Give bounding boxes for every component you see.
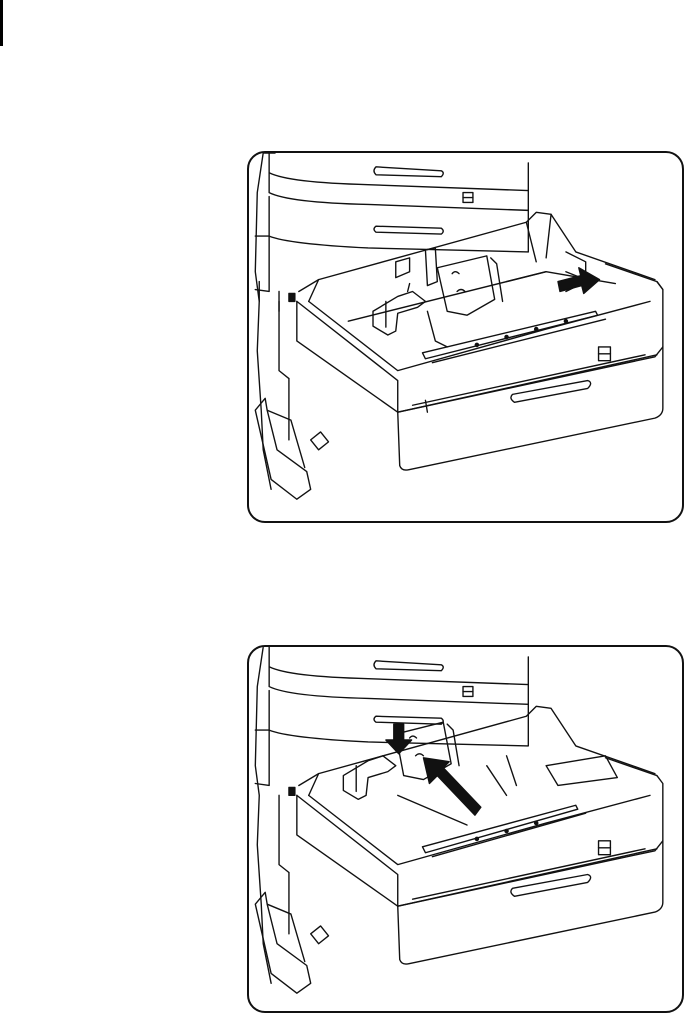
margin-rule [0,0,3,46]
arrow-up-left-icon [423,758,480,815]
illustration-press-and-slide-end-guide [247,645,684,1013]
end-guide [343,756,395,800]
machine-stand [255,301,328,499]
tray-front-panel [398,282,663,470]
upper-tray-2 [269,197,528,252]
tray-front-panel [398,776,663,964]
upper-tray-1 [269,153,528,210]
machine-stand [255,795,328,993]
side-guide-plate [437,256,494,315]
illustration-slide-side-guide [247,151,684,523]
upper-tray-1 [269,647,528,704]
arrow-right-icon [558,268,600,294]
